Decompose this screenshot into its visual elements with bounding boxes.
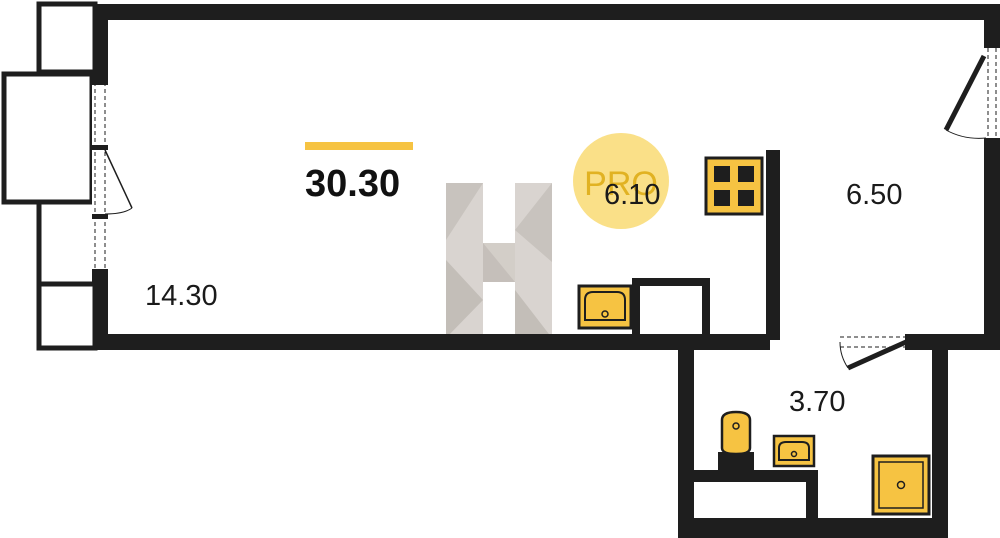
watermark-text: PRO bbox=[584, 165, 658, 203]
walls bbox=[92, 4, 1000, 538]
room-area-label: 14.30 bbox=[145, 280, 218, 312]
bathroom-area-label: 3.70 bbox=[789, 386, 845, 418]
kitchen-sink-icon bbox=[577, 284, 633, 330]
shower-icon bbox=[871, 454, 931, 516]
balcony-corner-top bbox=[36, 1, 98, 75]
total-area-accent-bar bbox=[305, 142, 413, 150]
total-area-label: 30.30 bbox=[305, 163, 400, 205]
bathroom-door bbox=[839, 334, 908, 371]
hallway-area-label: 6.50 bbox=[846, 179, 902, 211]
entrance-door bbox=[943, 48, 1000, 139]
balcony-corner-bottom bbox=[36, 281, 98, 351]
kitchen-area-label: 6.10 bbox=[604, 179, 660, 211]
toilet-icon bbox=[718, 410, 754, 470]
watermark-circle bbox=[573, 133, 669, 229]
stove-icon bbox=[704, 156, 764, 216]
watermark-logo bbox=[446, 183, 552, 338]
balcony-door bbox=[92, 80, 133, 274]
bathroom-sink-icon bbox=[772, 434, 816, 468]
